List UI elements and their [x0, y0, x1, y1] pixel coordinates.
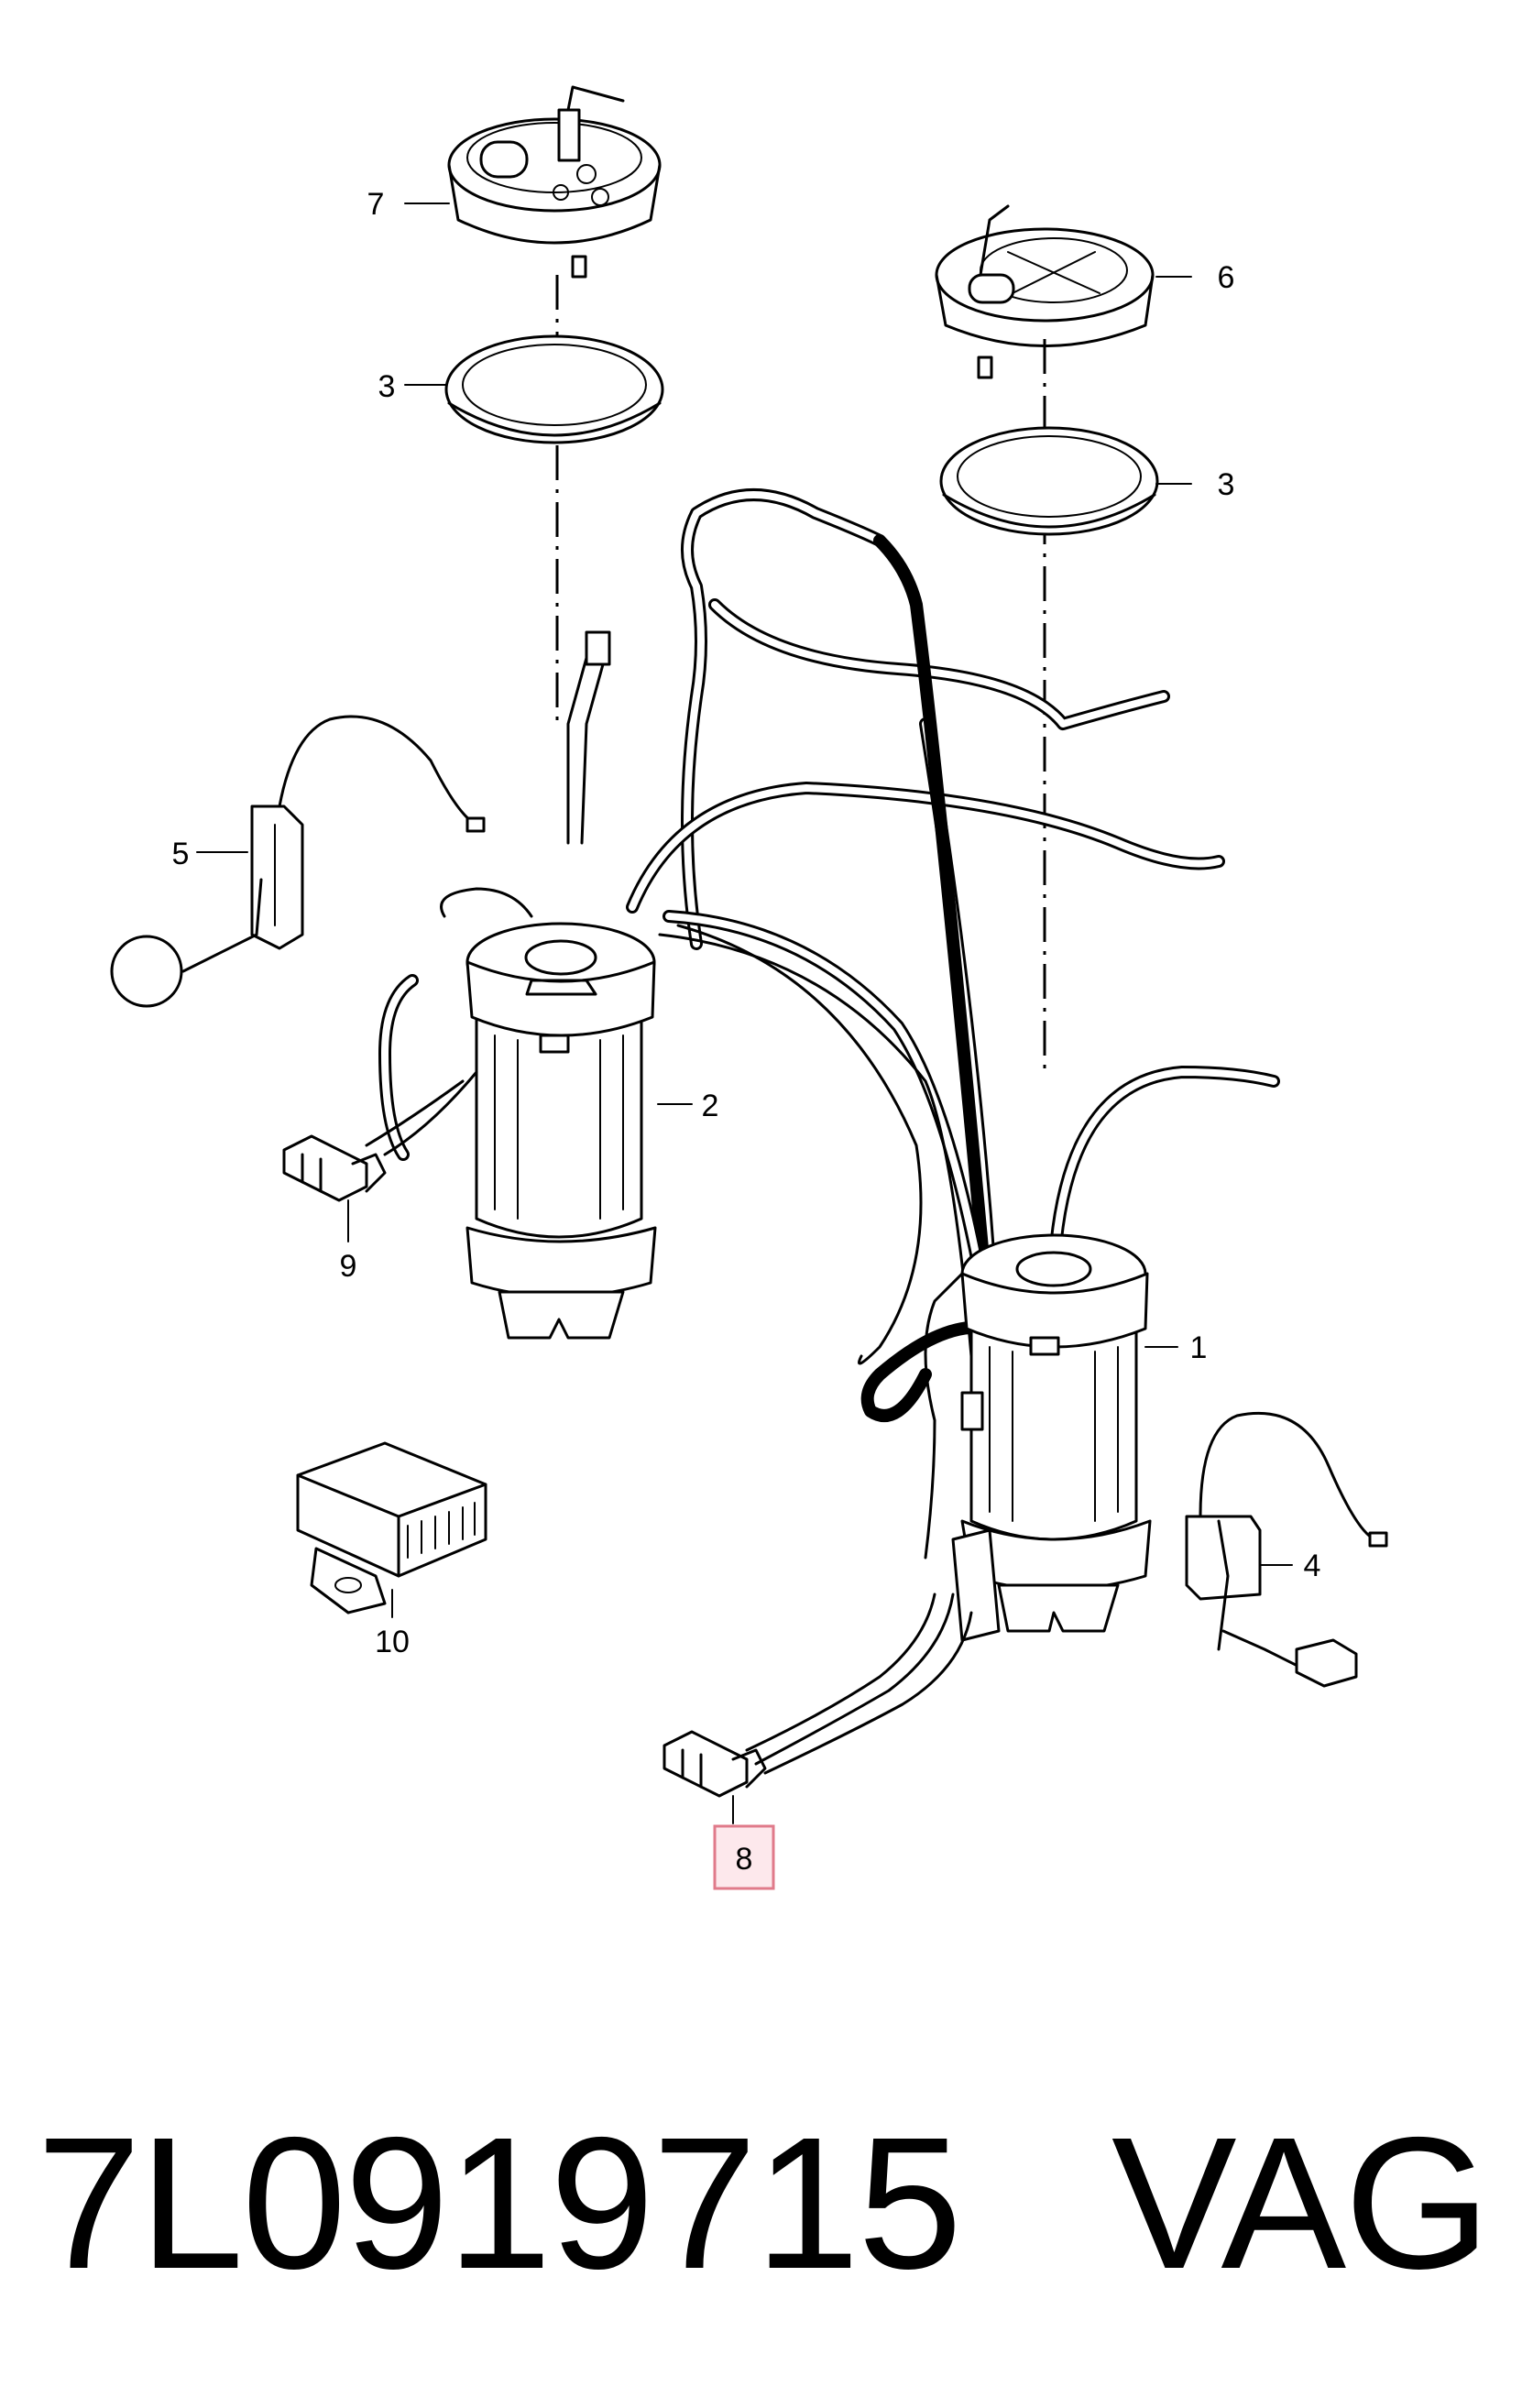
callout-6: 6	[1218, 260, 1235, 295]
part-3a-seal-ring	[444, 334, 664, 444]
part-6-flange	[935, 204, 1155, 379]
part-9-connector	[282, 1134, 387, 1242]
part-8-connector	[662, 1593, 973, 1824]
callout-9: 9	[340, 1249, 357, 1284]
callout-5: 5	[172, 837, 190, 871]
callout-4: 4	[1304, 1549, 1321, 1583]
part-3b-seal-ring	[939, 426, 1159, 536]
part-7-flange	[447, 85, 662, 279]
callout-3-right: 3	[1218, 467, 1235, 502]
part-2-fuel-pump	[365, 887, 657, 1340]
part-number: 7L0919715	[37, 2098, 962, 2308]
part-caption: 7L0919715 VAG	[37, 2094, 1503, 2314]
part-5-level-sender	[110, 715, 486, 1008]
part-10-control-module	[296, 1441, 487, 1618]
part-4-level-sender	[1185, 1411, 1388, 1688]
callout-2: 2	[702, 1089, 719, 1123]
parts-exploded-diagram: 7 3 6 3 5 2 9 1 4 10 8	[110, 85, 1388, 1890]
callout-10: 10	[375, 1625, 410, 1659]
hose-network	[566, 488, 1280, 1422]
callout-1: 1	[1190, 1330, 1208, 1365]
callout-8: 8	[736, 1842, 753, 1877]
leader-lines	[196, 202, 1293, 1566]
brand-name: VAG	[1111, 2098, 1491, 2308]
part-1-fuel-pump	[924, 1233, 1152, 1642]
callout-3-left: 3	[378, 369, 396, 404]
callout-7: 7	[367, 187, 385, 222]
callout-8-highlight-box	[713, 1824, 775, 1890]
